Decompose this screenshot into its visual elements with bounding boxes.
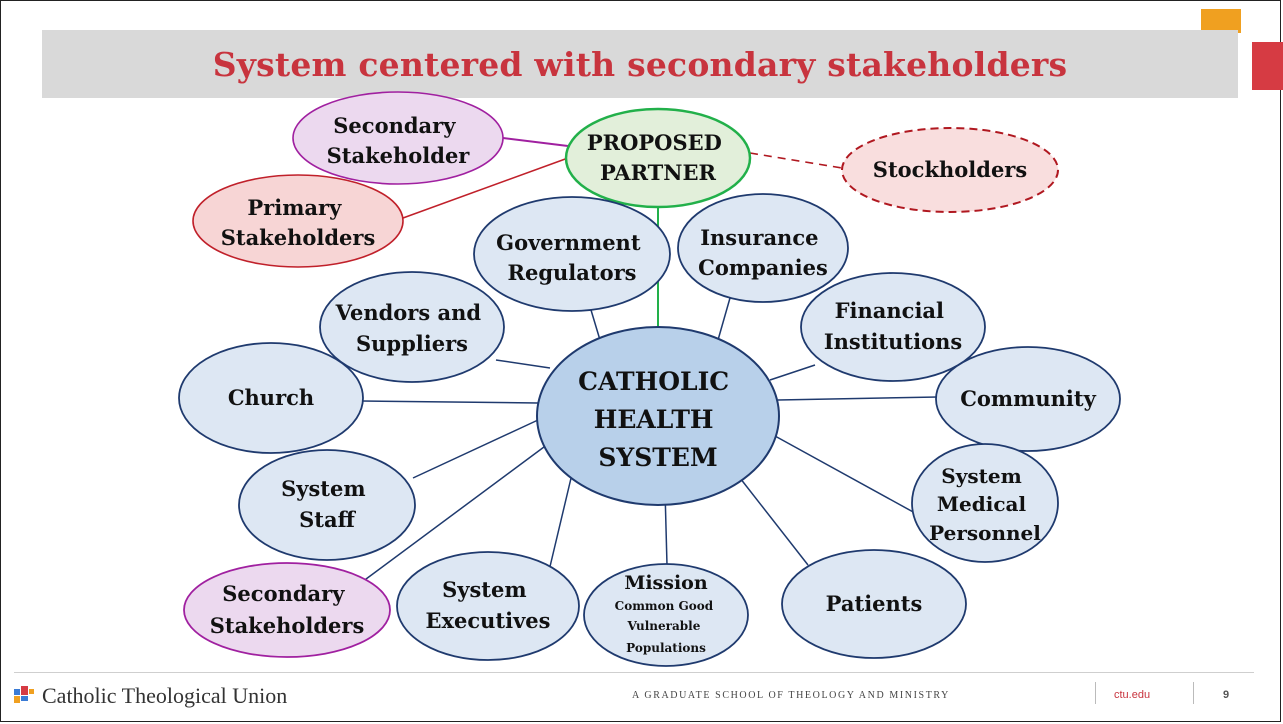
line-partner-stockholders [749,152,843,169]
node-center-catholic-health-system: CATHOLIC HEALTH SYSTEM [536,326,780,506]
line-center-patients [739,477,809,566]
line-center-government [590,309,601,341]
website-link[interactable]: ctu.edu [1114,689,1151,701]
svg-text:Stockholders: Stockholders [873,157,1027,182]
svg-text:Primary Stakeholders: Primary Stakeholders [221,195,376,250]
node-medical-personnel: System Medical Personnel [911,443,1059,563]
svg-text:Financial Institutions: Financial Institutions [824,298,962,354]
line-center-executives [547,473,573,576]
node-patients: Patients [781,549,967,659]
footer-separator [1193,682,1194,704]
node-secondary-stakeholders: Secondary Stakeholders [183,562,391,658]
svg-text:Vendors and Suppliers: Vendors and Suppliers [335,300,489,356]
accent-red-block [1252,42,1283,90]
line-center-staff [412,419,539,479]
svg-text:Insurance Companies: Insurance Companies [698,225,828,280]
line-center-community [777,396,939,401]
line-partner-secondary [502,137,569,147]
svg-text:Common Good Vulnerable: Common Good Vulnerable Populations [615,599,718,655]
node-system-executives: System Executives [396,551,580,661]
svg-text:Secondary Stakeholders: Secondary Stakeholders [210,581,365,638]
node-church: Church [178,342,364,454]
node-secondary-legend: Secondary Stakeholder [292,91,504,185]
svg-text:Secondary Stakeholder: Secondary Stakeholder [327,113,471,168]
footer-separator [1095,682,1096,704]
title-bar: System centered with secondary stakehold… [42,30,1238,98]
line-center-insurance [717,297,731,341]
node-government-regulators: Government Regulators [473,196,671,312]
svg-text:Mission: Mission [624,572,708,594]
line-center-medical [774,435,916,514]
page-number: 9 [1223,689,1230,701]
node-proposed-partner: PROPOSED PARTNER [564,107,752,209]
svg-text:System Staff: System Staff [281,476,373,532]
node-primary-legend: Primary Stakeholders [192,174,404,268]
svg-text:Government Regulators: Government Regulators [496,230,648,285]
node-community: Community [935,346,1121,452]
svg-text:Patients: Patients [826,591,923,616]
node-system-staff: System Staff [238,449,416,561]
node-insurance-companies: Insurance Companies [677,193,849,303]
svg-text:PROPOSED PARTNER: PROPOSED PARTNER [587,130,729,185]
node-vendors-suppliers: Vendors and Suppliers [319,271,505,383]
svg-text:System Executives: System Executives [425,577,550,633]
slide-title: System centered with secondary stakehold… [212,44,1068,84]
line-center-vendors [495,359,551,369]
node-mission: Mission Common Good Vulnerable Populatio… [583,563,749,667]
accent-orange-block [1201,9,1241,33]
node-stockholders: Stockholders [841,127,1059,213]
tagline: A GRADUATE SCHOOL OF THEOLOGY AND MINIST… [632,690,950,701]
svg-text:Church: Church [228,385,314,410]
ctu-logo-icon [14,686,34,703]
svg-text:System Medical Per: System Medical Personnel [929,464,1041,545]
footer-divider [14,672,1254,673]
line-center-financial [769,364,816,381]
brand-name: Catholic Theological Union [42,683,288,708]
svg-text:Community: Community [960,386,1096,411]
node-financial-institutions: Financial Institutions [800,272,986,382]
svg-text:CATHOLIC HEALTH SY: CATHOLIC HEALTH SYSTEM [578,367,738,472]
line-center-secondary [361,443,549,583]
line-center-church [361,400,539,404]
line-partner-primary [402,157,569,219]
